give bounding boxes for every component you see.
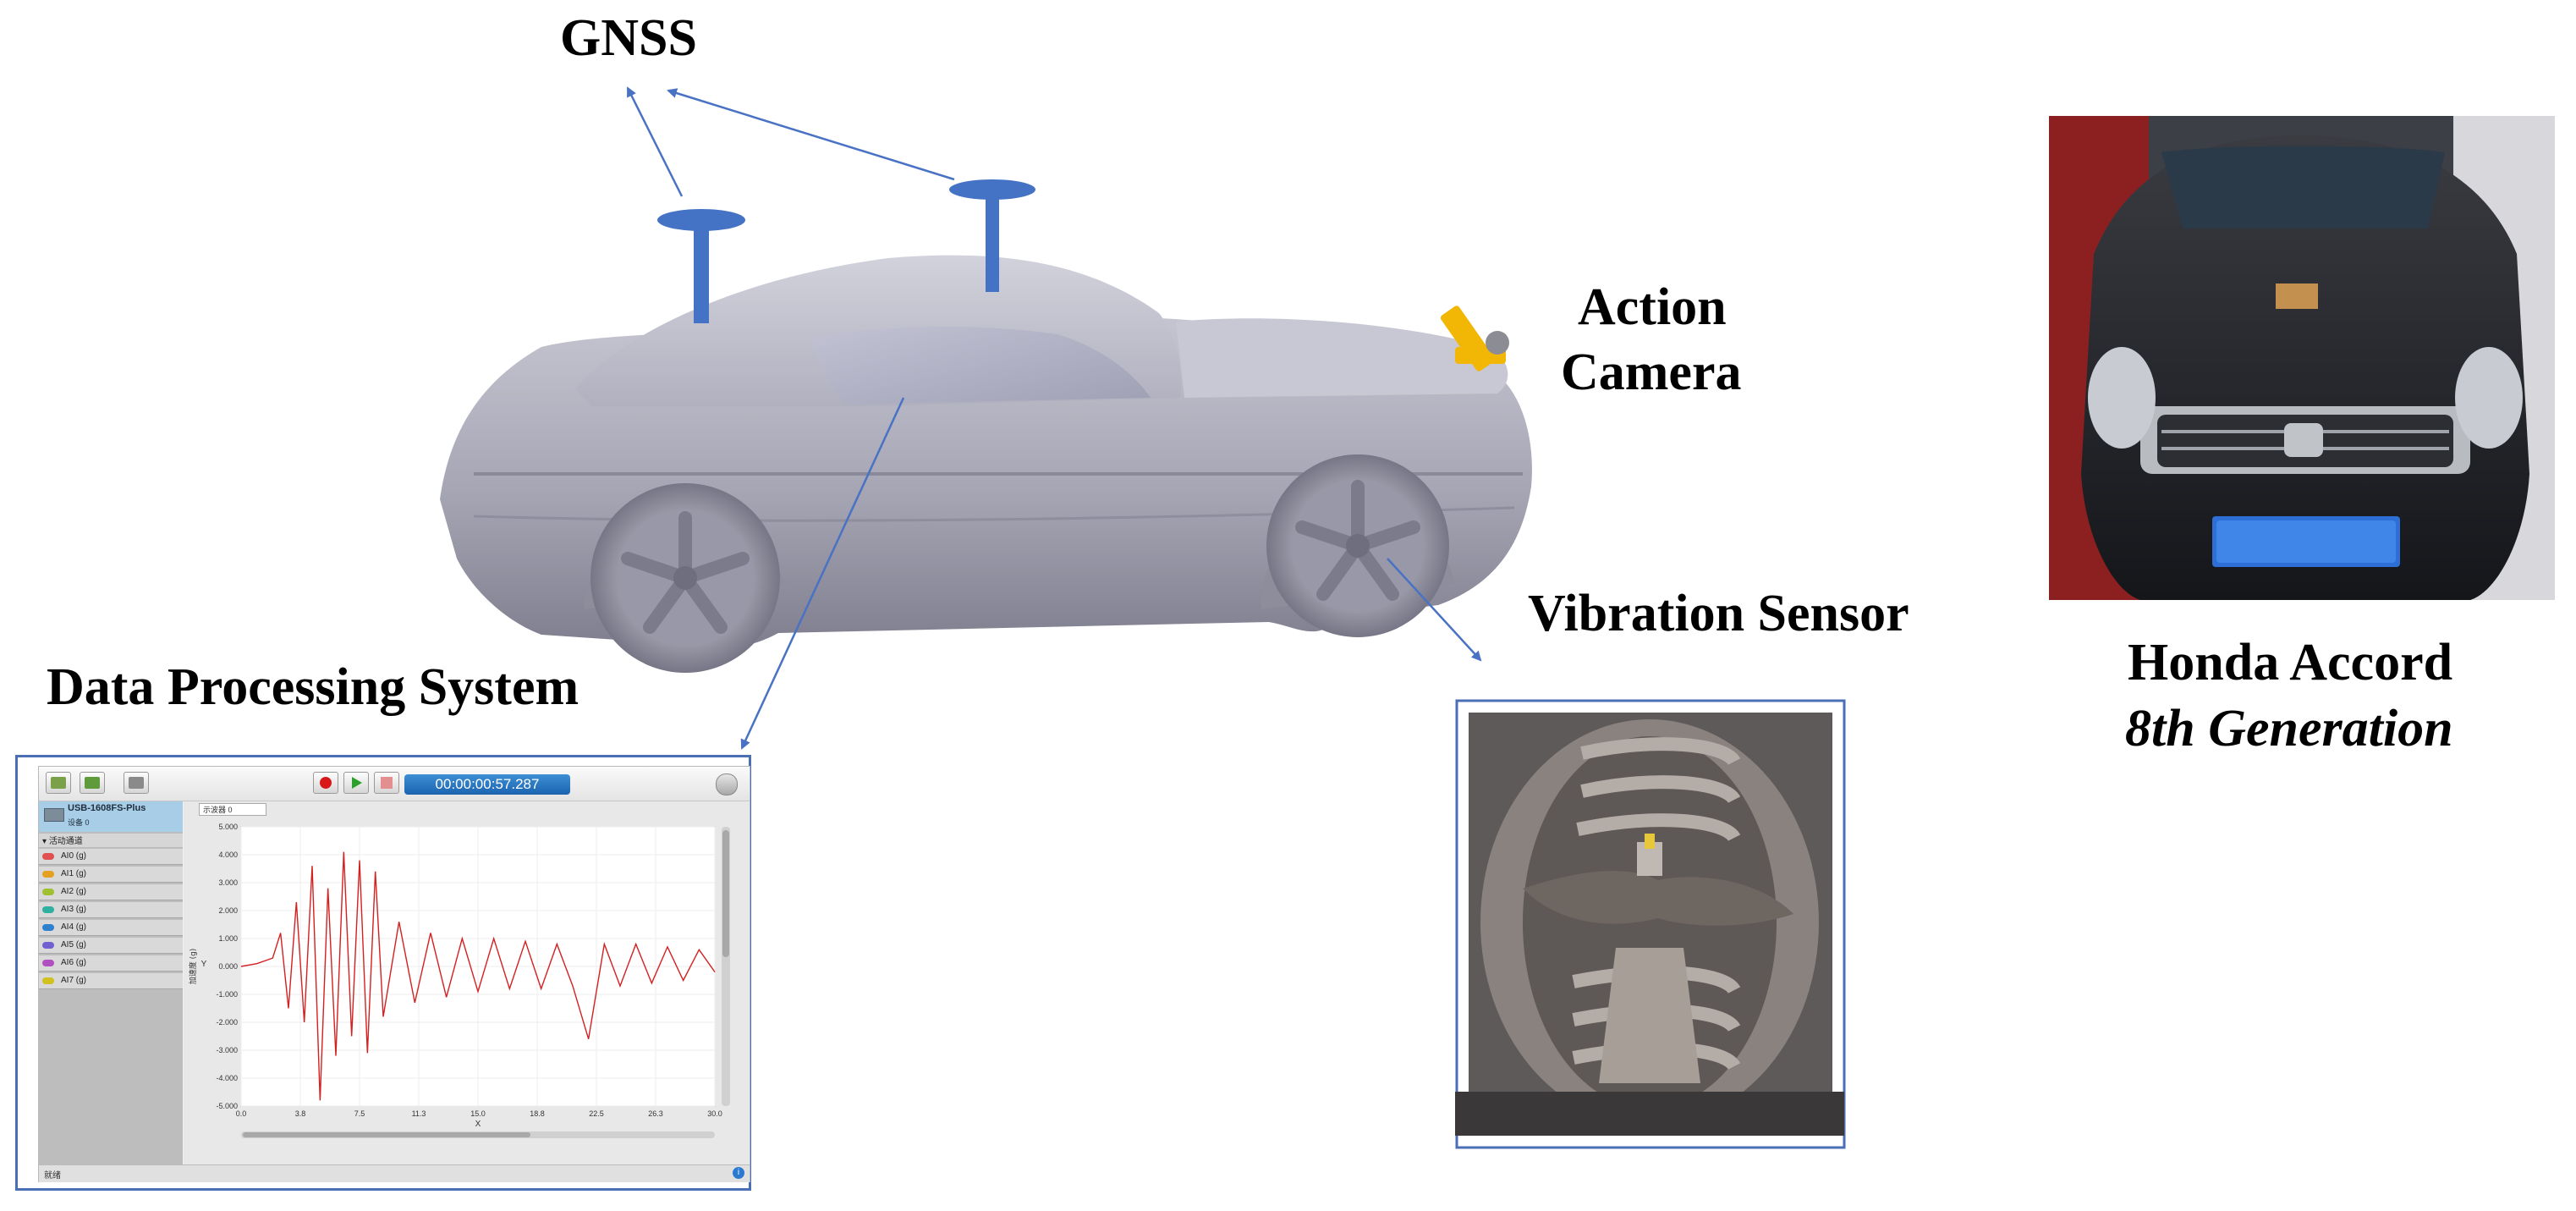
y-tick-label: 4.000 (218, 850, 238, 859)
x-tick-label: 15.0 (470, 1109, 486, 1118)
status-text: 就绪 (44, 1171, 61, 1181)
play-button[interactable] (343, 772, 369, 794)
gnss-label: GNSS (560, 9, 697, 67)
channel-color-icon (42, 960, 54, 966)
channel-color-icon (42, 889, 54, 895)
front-wheel (1266, 454, 1449, 637)
y-tick-label: -4.000 (216, 1074, 238, 1082)
status-bar: 就绪 i (39, 1164, 750, 1182)
elapsed-time-display: 00:00:00:57.287 (404, 774, 570, 795)
x-tick-label: 18.8 (530, 1109, 545, 1118)
vehicle-name-label: Honda Accord (2128, 634, 2453, 691)
vibration-sensor-photo (1455, 699, 1846, 1149)
action-camera-label-line2: Camera (1561, 344, 1742, 401)
y-tick-label: -1.000 (216, 990, 238, 999)
y-tick-label: -2.000 (216, 1018, 238, 1027)
y-tick-label: 3.000 (218, 878, 238, 887)
save-config-button[interactable] (80, 772, 105, 794)
record-icon (320, 777, 332, 789)
active-channels-group[interactable]: ▾ 活动通道 (39, 834, 183, 847)
channel-item[interactable]: AI0 (g) (39, 849, 183, 865)
arrow-gnss-rear (626, 86, 684, 197)
channel-item[interactable]: AI2 (g) (39, 884, 183, 900)
y-tick-label: 0.000 (218, 962, 238, 971)
play-icon (352, 777, 362, 789)
channel-color-icon (42, 871, 54, 878)
waveform-chart: 5.000 4.000 3.000 2.000 1.000 0.000 -1.000 -2.0… (188, 823, 730, 1138)
channel-color-icon (42, 942, 54, 949)
rear-wheel (590, 483, 780, 673)
usb-device-icon (44, 808, 64, 822)
channel-color-icon (42, 906, 54, 913)
device-name: USB-1608FS-Plus (68, 803, 146, 813)
stop-icon (381, 777, 393, 789)
y-tick-label: 1.000 (218, 934, 238, 943)
honda-accord-photo (2049, 116, 2555, 600)
x-tick-label: 7.5 (354, 1109, 365, 1118)
waveform-series-line (240, 851, 716, 1101)
x-tick-label: 26.3 (648, 1109, 663, 1118)
channel-color-icon (42, 853, 54, 860)
y-tick-label: -3.000 (216, 1046, 238, 1054)
arrow-vibration-sensor (1387, 558, 1482, 662)
open-device-button[interactable] (46, 772, 71, 794)
channel-label: AI0 (g) (61, 851, 87, 861)
channel-item[interactable]: AI7 (g) (39, 973, 183, 989)
channel-color-icon (42, 977, 54, 984)
device-header[interactable]: USB-1608FS-Plus 设备 0 (39, 801, 183, 832)
channel-item[interactable]: AI5 (g) (39, 938, 183, 954)
record-button[interactable] (313, 772, 338, 794)
y-tick-label: 2.000 (218, 906, 238, 915)
daq-software-window: 00:00:00:57.287 USB-1608FS-Plus 设备 0 ▾ 活… (38, 766, 750, 1182)
y-tick-label: -5.000 (216, 1102, 238, 1110)
x-tick-label: 22.5 (589, 1109, 604, 1118)
action-camera-icon (1440, 306, 1509, 372)
y-axis-label: Y (201, 960, 207, 969)
channel-item[interactable]: AI3 (g) (39, 902, 183, 918)
pointer-arrows (626, 86, 1482, 750)
device-subtitle: 设备 0 (68, 818, 90, 827)
vehicle-generation-label: 8th Generation (2125, 700, 2453, 757)
channel-sidebar: USB-1608FS-Plus 设备 0 ▾ 活动通道 AI0 (g) AI1 (… (39, 801, 183, 1164)
x-tick-label: 0.0 (236, 1109, 247, 1118)
scope-panel: 示波器 0 5.000 4.000 3.000 2.000 1.000 0.000 -1.0… (184, 801, 750, 1164)
y-tick-label: 5.000 (218, 823, 238, 831)
x-tick-label: 3.8 (295, 1109, 306, 1118)
settings-gear-icon[interactable] (716, 773, 738, 795)
horizontal-scrollbar-thumb (243, 1132, 530, 1137)
channel-label: AI2 (g) (61, 887, 87, 896)
gnss-antenna-front (949, 179, 1035, 292)
group-label: 活动通道 (48, 837, 83, 846)
chevron-down-icon: ▾ (42, 837, 47, 846)
vertical-scrollbar-thumb (722, 830, 729, 957)
daq-toolbar: 00:00:00:57.287 (39, 767, 750, 801)
channel-item[interactable]: AI4 (g) (39, 920, 183, 936)
info-icon[interactable]: i (733, 1167, 744, 1179)
x-axis-label: X (475, 1120, 481, 1129)
data-processing-system-label: Data Processing System (47, 658, 579, 716)
layout-button[interactable] (124, 772, 149, 794)
channel-label: AI5 (g) (61, 940, 87, 950)
channel-label: AI3 (g) (61, 905, 87, 914)
arrow-gnss-front (667, 88, 955, 181)
data-processing-screenshot: 00:00:00:57.287 USB-1608FS-Plus 设备 0 ▾ 活… (15, 755, 751, 1191)
x-tick-label: 11.3 (412, 1109, 426, 1118)
channel-label: AI7 (g) (61, 976, 87, 985)
y-axis-title: 加速度 (g) (188, 949, 198, 985)
channel-label: AI1 (g) (61, 869, 87, 878)
channel-color-icon (42, 924, 54, 931)
channel-item[interactable]: AI6 (g) (39, 955, 183, 972)
channel-label: AI4 (g) (61, 922, 87, 932)
car-model (440, 255, 1532, 673)
x-tick-label: 30.0 (707, 1109, 722, 1118)
gnss-antenna-rear (657, 209, 745, 323)
channel-item[interactable]: AI1 (g) (39, 867, 183, 883)
channel-label: AI6 (g) (61, 958, 87, 967)
action-camera-label-line1: Action (1578, 278, 1727, 336)
vibration-sensor-label: Vibration Sensor (1528, 585, 1909, 642)
stop-button[interactable] (374, 772, 399, 794)
tab-scope[interactable]: 示波器 0 (199, 803, 266, 816)
arrow-data-processing (740, 397, 905, 750)
